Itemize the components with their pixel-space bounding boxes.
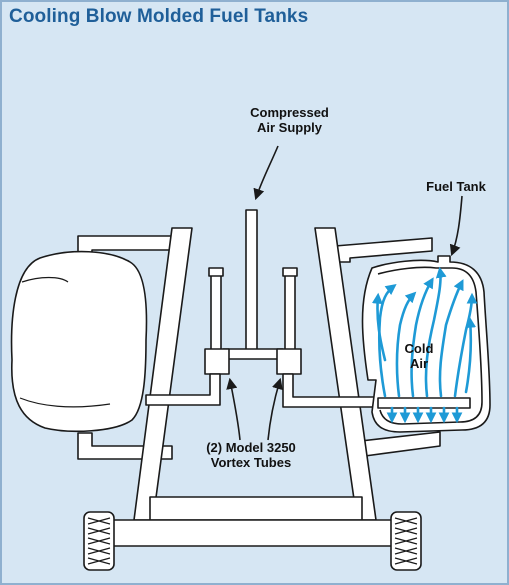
- fuel-tank-arrow: [449, 195, 463, 257]
- vortex-right-arrow: [267, 377, 283, 441]
- right-vortex-body: [276, 348, 302, 375]
- right-vortex-hot-tube: [284, 271, 296, 353]
- right-wheel: [390, 511, 422, 571]
- air-supply-label: Compressed Air Supply: [250, 105, 329, 135]
- figure-title: Cooling Blow Molded Fuel Tanks: [9, 6, 309, 27]
- left-vortex-hot-tube: [210, 271, 222, 353]
- frame-base: [109, 519, 401, 547]
- air-supply-pipe: [245, 209, 258, 356]
- left-wheel: [83, 511, 115, 571]
- fuel-tank-label: Fuel Tank: [426, 179, 486, 194]
- distribution-pipe: [377, 397, 471, 409]
- air-supply-arrow: [253, 145, 279, 201]
- left-vortex-body: [204, 348, 230, 375]
- frame-crossbar: [149, 496, 363, 521]
- cold-air-label: Cold Air: [404, 341, 434, 371]
- fuel-tank-shell: [361, 255, 491, 433]
- manifold-pipe: [222, 348, 284, 360]
- cold-air-arrows: [371, 266, 478, 424]
- vortex-left-arrow: [226, 377, 241, 441]
- vortex-tubes-label: (2) Model 3250 Vortex Tubes: [206, 440, 296, 470]
- left-cold-pipe: [145, 373, 221, 406]
- left-tank: [10, 250, 148, 433]
